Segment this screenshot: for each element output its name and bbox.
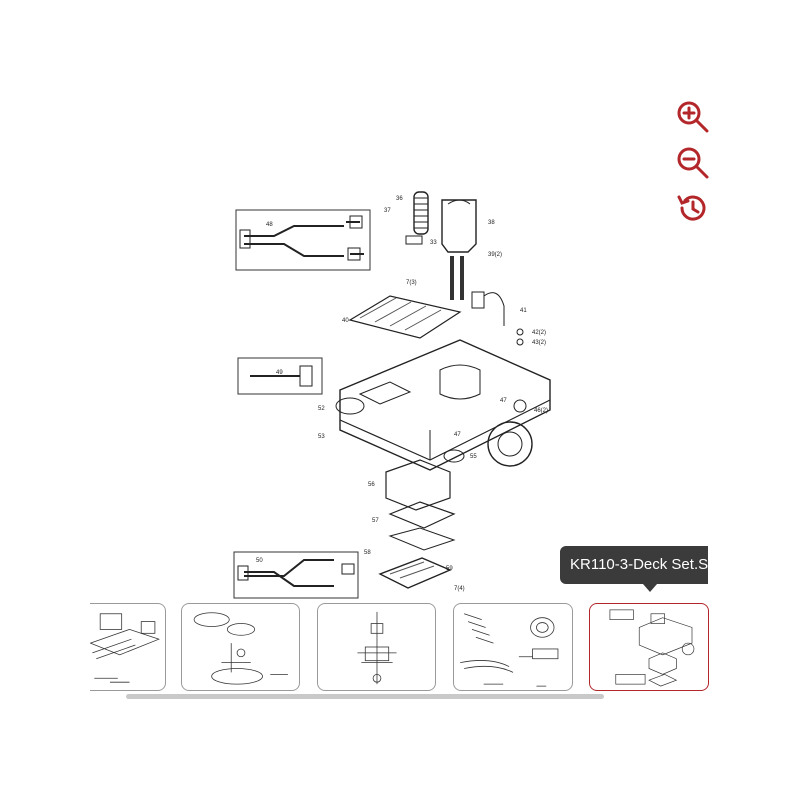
- callout-37: 37: [384, 208, 391, 214]
- zoom-in-button[interactable]: [672, 96, 712, 136]
- exploded-parts-drawing: 48 36 37 38 39(2) 33 7(3) 40 41 42(2) 43…: [233, 191, 551, 599]
- callout-52: 52: [318, 406, 325, 412]
- zoom-out-button[interactable]: [672, 142, 712, 182]
- thumbnail-2[interactable]: [181, 603, 300, 691]
- callout-47a: 47: [500, 398, 507, 404]
- zoom-in-icon: [677, 101, 709, 133]
- callout-33: 33: [430, 240, 437, 246]
- callout-55: 55: [470, 454, 477, 460]
- thumbnail-4[interactable]: [453, 603, 573, 691]
- thumbnail-1[interactable]: [90, 603, 166, 691]
- callout-42: 42(2): [532, 330, 546, 336]
- tooltip-arrow: [643, 584, 657, 592]
- callout-48: 48: [266, 222, 273, 228]
- callout-58: 58: [364, 550, 371, 556]
- callout-38: 38: [488, 220, 495, 226]
- thumbnail-3[interactable]: [317, 603, 436, 691]
- callout-7-3: 7(3): [406, 280, 417, 286]
- callout-56: 56: [368, 482, 375, 488]
- callout-39: 39(2): [488, 252, 502, 258]
- thumbnail-tooltip: KR110-3-Deck Set.S: [560, 546, 708, 584]
- callout-36: 36: [396, 196, 403, 202]
- callout-57: 57: [372, 518, 379, 524]
- callout-47b: 47: [454, 432, 461, 438]
- callout-43: 43(2): [532, 340, 546, 346]
- callout-53: 53: [318, 434, 325, 440]
- reset-zoom-button[interactable]: [672, 188, 712, 228]
- callout-41: 41: [520, 308, 527, 314]
- thumbnail-strip[interactable]: [90, 603, 710, 695]
- zoom-out-icon: [677, 147, 709, 179]
- callout-7-4: 7(4): [454, 586, 465, 592]
- callout-40: 40: [342, 318, 349, 324]
- zoom-toolbar: [672, 96, 712, 234]
- callout-50: 50: [256, 558, 263, 564]
- thumbnail-5[interactable]: [589, 603, 709, 691]
- callout-59: 59: [446, 566, 453, 572]
- callout-49: 49: [276, 370, 283, 376]
- thumbnail-scrollbar[interactable]: [126, 694, 604, 699]
- callout-46: 46(2): [534, 408, 548, 414]
- history-reset-icon: [677, 195, 706, 221]
